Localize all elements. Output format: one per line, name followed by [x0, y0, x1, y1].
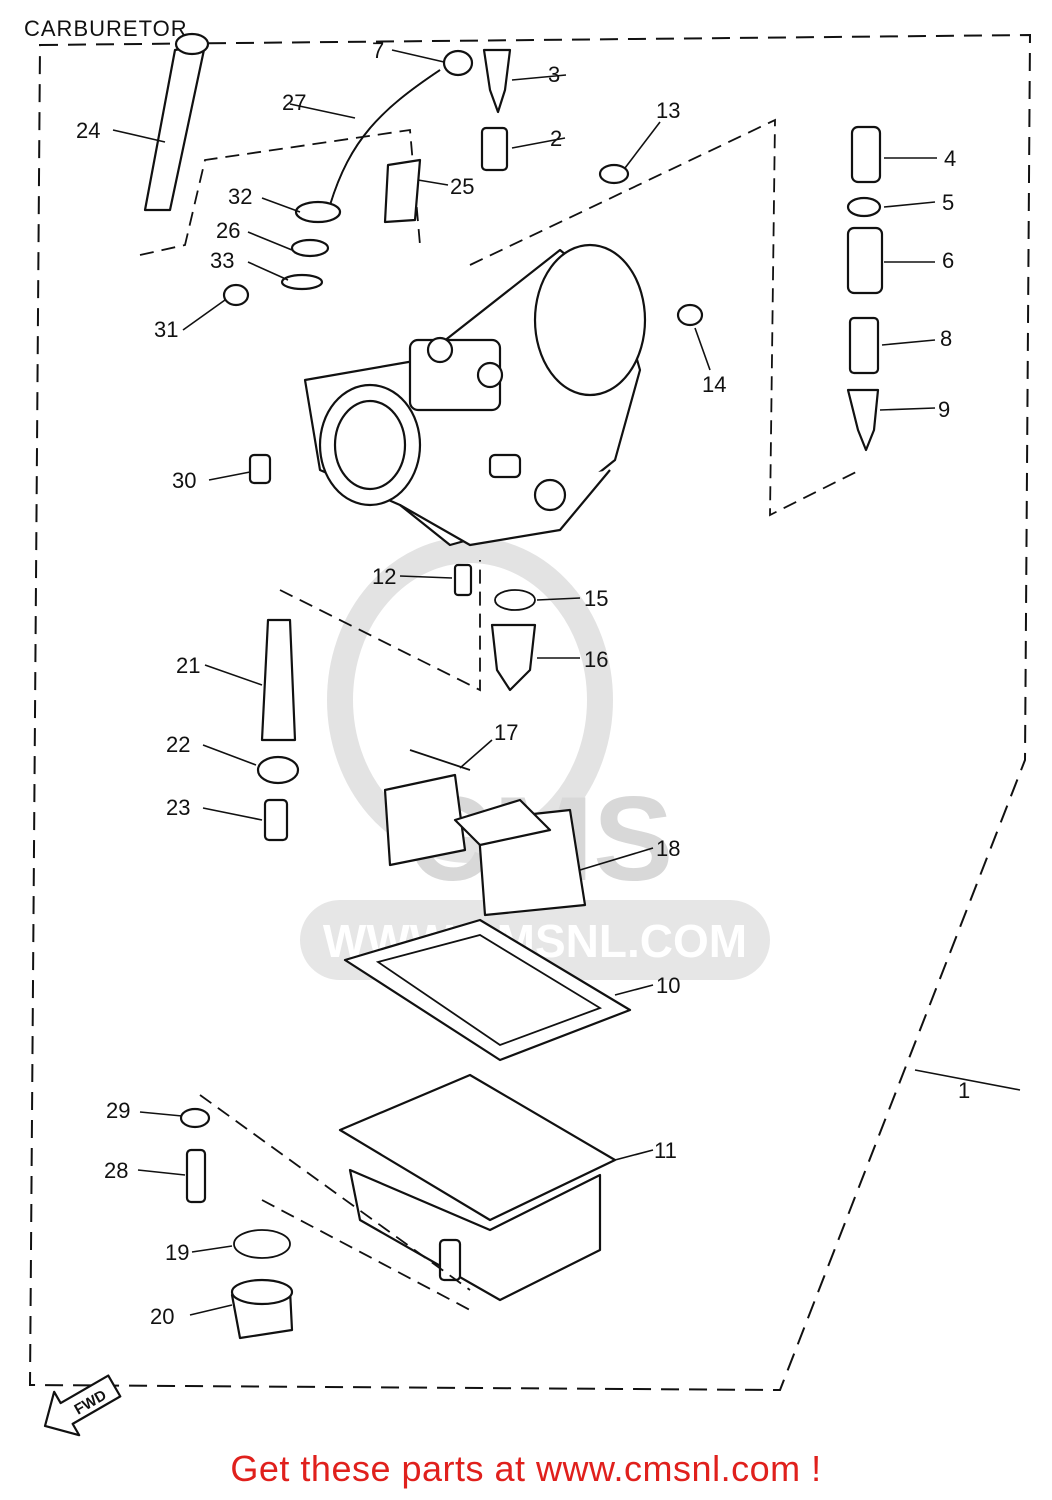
right-dashed-group — [469, 118, 861, 517]
callout-16: 16 — [584, 647, 608, 672]
callout-22: 22 — [166, 732, 190, 757]
callout-12: 12 — [372, 564, 396, 589]
align-line-21 — [279, 560, 481, 692]
part-14-screw — [676, 303, 704, 327]
callout-24: 24 — [76, 118, 100, 143]
callout-11: 11 — [654, 1138, 677, 1163]
page-title: CARBURETOR — [24, 16, 188, 41]
callout-numbers: 1 2 3 4 5 6 7 8 9 10 11 12 13 14 15 16 1… — [76, 38, 970, 1329]
callout-20: 20 — [150, 1304, 174, 1329]
callout-32: 32 — [228, 184, 252, 209]
part-3-screw — [482, 48, 512, 114]
part-8-spring — [848, 316, 880, 375]
part-16-jet — [490, 623, 537, 692]
part-32-washer — [294, 200, 342, 224]
callout-15: 15 — [584, 586, 608, 611]
callout-17: 17 — [494, 720, 518, 745]
callout-27: 27 — [282, 90, 306, 115]
align-line-19-20 — [261, 1199, 471, 1311]
watermark: CMS WWW.CMSNL.COM — [300, 537, 770, 980]
leader-lines — [112, 49, 1021, 1316]
callout-13: 13 — [656, 98, 680, 123]
part-6-fitting — [846, 226, 884, 295]
part-13-fitting — [598, 163, 630, 185]
assembly-frame — [28, 33, 1032, 1392]
part-17-pin — [409, 749, 471, 771]
part-28-screw — [185, 1148, 207, 1204]
callout-14: 14 — [702, 372, 726, 397]
callout-6: 6 — [942, 248, 954, 273]
callout-3: 3 — [548, 62, 560, 87]
callout-2: 2 — [550, 126, 562, 151]
part-23-jet — [263, 798, 289, 842]
callout-26: 26 — [216, 218, 240, 243]
callout-31: 31 — [154, 317, 178, 342]
carburetor-body — [303, 243, 647, 547]
part-15-ring — [494, 589, 536, 611]
callout-28: 28 — [104, 1158, 128, 1183]
part-5-washer — [846, 196, 882, 218]
part-33-plate — [280, 273, 324, 291]
part-29-washer — [179, 1107, 211, 1129]
part-12-jet — [453, 563, 473, 597]
callout-7: 7 — [372, 38, 384, 63]
callout-10: 10 — [656, 973, 680, 998]
part-7-nut — [442, 49, 474, 77]
callout-9: 9 — [938, 397, 950, 422]
callout-18: 18 — [656, 836, 680, 861]
callout-33: 33 — [210, 248, 234, 273]
callout-30: 30 — [172, 468, 196, 493]
part-31-screw — [222, 283, 250, 307]
callout-21: 21 — [176, 653, 200, 678]
part-19-o-ring — [233, 1229, 291, 1259]
part-21-needle-jet — [260, 618, 297, 742]
callout-1: 1 — [958, 1078, 970, 1103]
promo-link[interactable]: Get these parts at www.cmsnl.com ! — [230, 1448, 822, 1489]
callout-4: 4 — [944, 146, 956, 171]
part-22-washer — [256, 755, 300, 785]
part-18-float — [383, 773, 587, 917]
callout-5: 5 — [942, 190, 954, 215]
part-10-gasket — [343, 918, 632, 1062]
part-9-needle — [846, 388, 880, 452]
part-24-screw — [143, 32, 210, 212]
fwd-arrow-icon: FWD — [43, 1374, 122, 1437]
callout-8: 8 — [940, 326, 952, 351]
part-25-spring — [383, 158, 422, 224]
callout-23: 23 — [166, 795, 190, 820]
callout-25: 25 — [450, 174, 474, 199]
part-11-float-bowl — [338, 1073, 617, 1302]
part-2-spring — [480, 126, 509, 172]
part-27-cable-inner — [329, 69, 441, 206]
part-26-washer — [290, 238, 330, 258]
part-30-bolt — [248, 453, 272, 485]
part-27-cable — [329, 69, 441, 206]
align-line-11-28 — [199, 1094, 471, 1291]
callout-19: 19 — [165, 1240, 189, 1265]
part-4-cap — [850, 125, 882, 184]
callout-29: 29 — [106, 1098, 130, 1123]
